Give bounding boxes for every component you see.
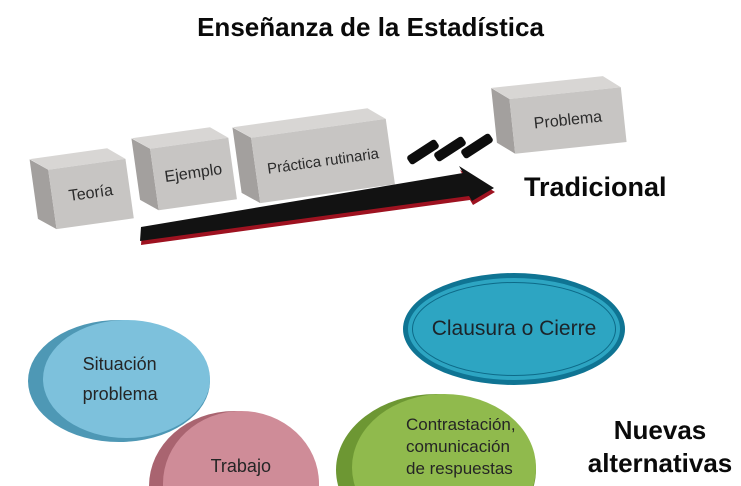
bubble-situacion-problema: Situación problema bbox=[28, 320, 210, 442]
alternatives-label-line: Nuevas bbox=[613, 415, 707, 445]
alternatives-label-line: alternativas bbox=[587, 448, 733, 478]
bubble-contrastacion: Contrastación, comunicación de respuesta… bbox=[336, 394, 536, 486]
arrow-body bbox=[140, 166, 494, 241]
bubble-label-line: problema bbox=[82, 384, 158, 405]
bubble-label-line: Trabajo bbox=[210, 456, 271, 476]
bubble-label: Contrastación, comunicación de respuesta… bbox=[352, 394, 536, 486]
bubble-clausura-cierre: Clausura o Cierre bbox=[403, 273, 625, 385]
traditional-label: Tradicional bbox=[524, 172, 667, 202]
bubble-label: Clausura o Cierre bbox=[403, 273, 625, 385]
bubble-label-line: comunicación bbox=[406, 437, 510, 456]
alternatives-label: Nuevas alternativas bbox=[585, 414, 735, 480]
bubble-label: Trabajo estudiantil bbox=[163, 411, 319, 486]
bubble-label-line: de respuestas bbox=[406, 459, 513, 478]
bubble-label-line: Contrastación, bbox=[406, 415, 516, 434]
bubble-inner-ring bbox=[412, 282, 616, 376]
bubble-label-line: Situación bbox=[82, 354, 157, 375]
bubble-trabajo-estudiantil: Trabajo estudiantil bbox=[149, 411, 319, 486]
bubble-label: Situación problema bbox=[43, 320, 210, 438]
page-title: Enseñanza de la Estadística bbox=[197, 12, 544, 42]
bubble-body bbox=[42, 320, 210, 439]
bubble-label-line: Clausura o Cierre bbox=[431, 317, 597, 340]
bubble-label-line: estudiantil bbox=[200, 481, 281, 486]
